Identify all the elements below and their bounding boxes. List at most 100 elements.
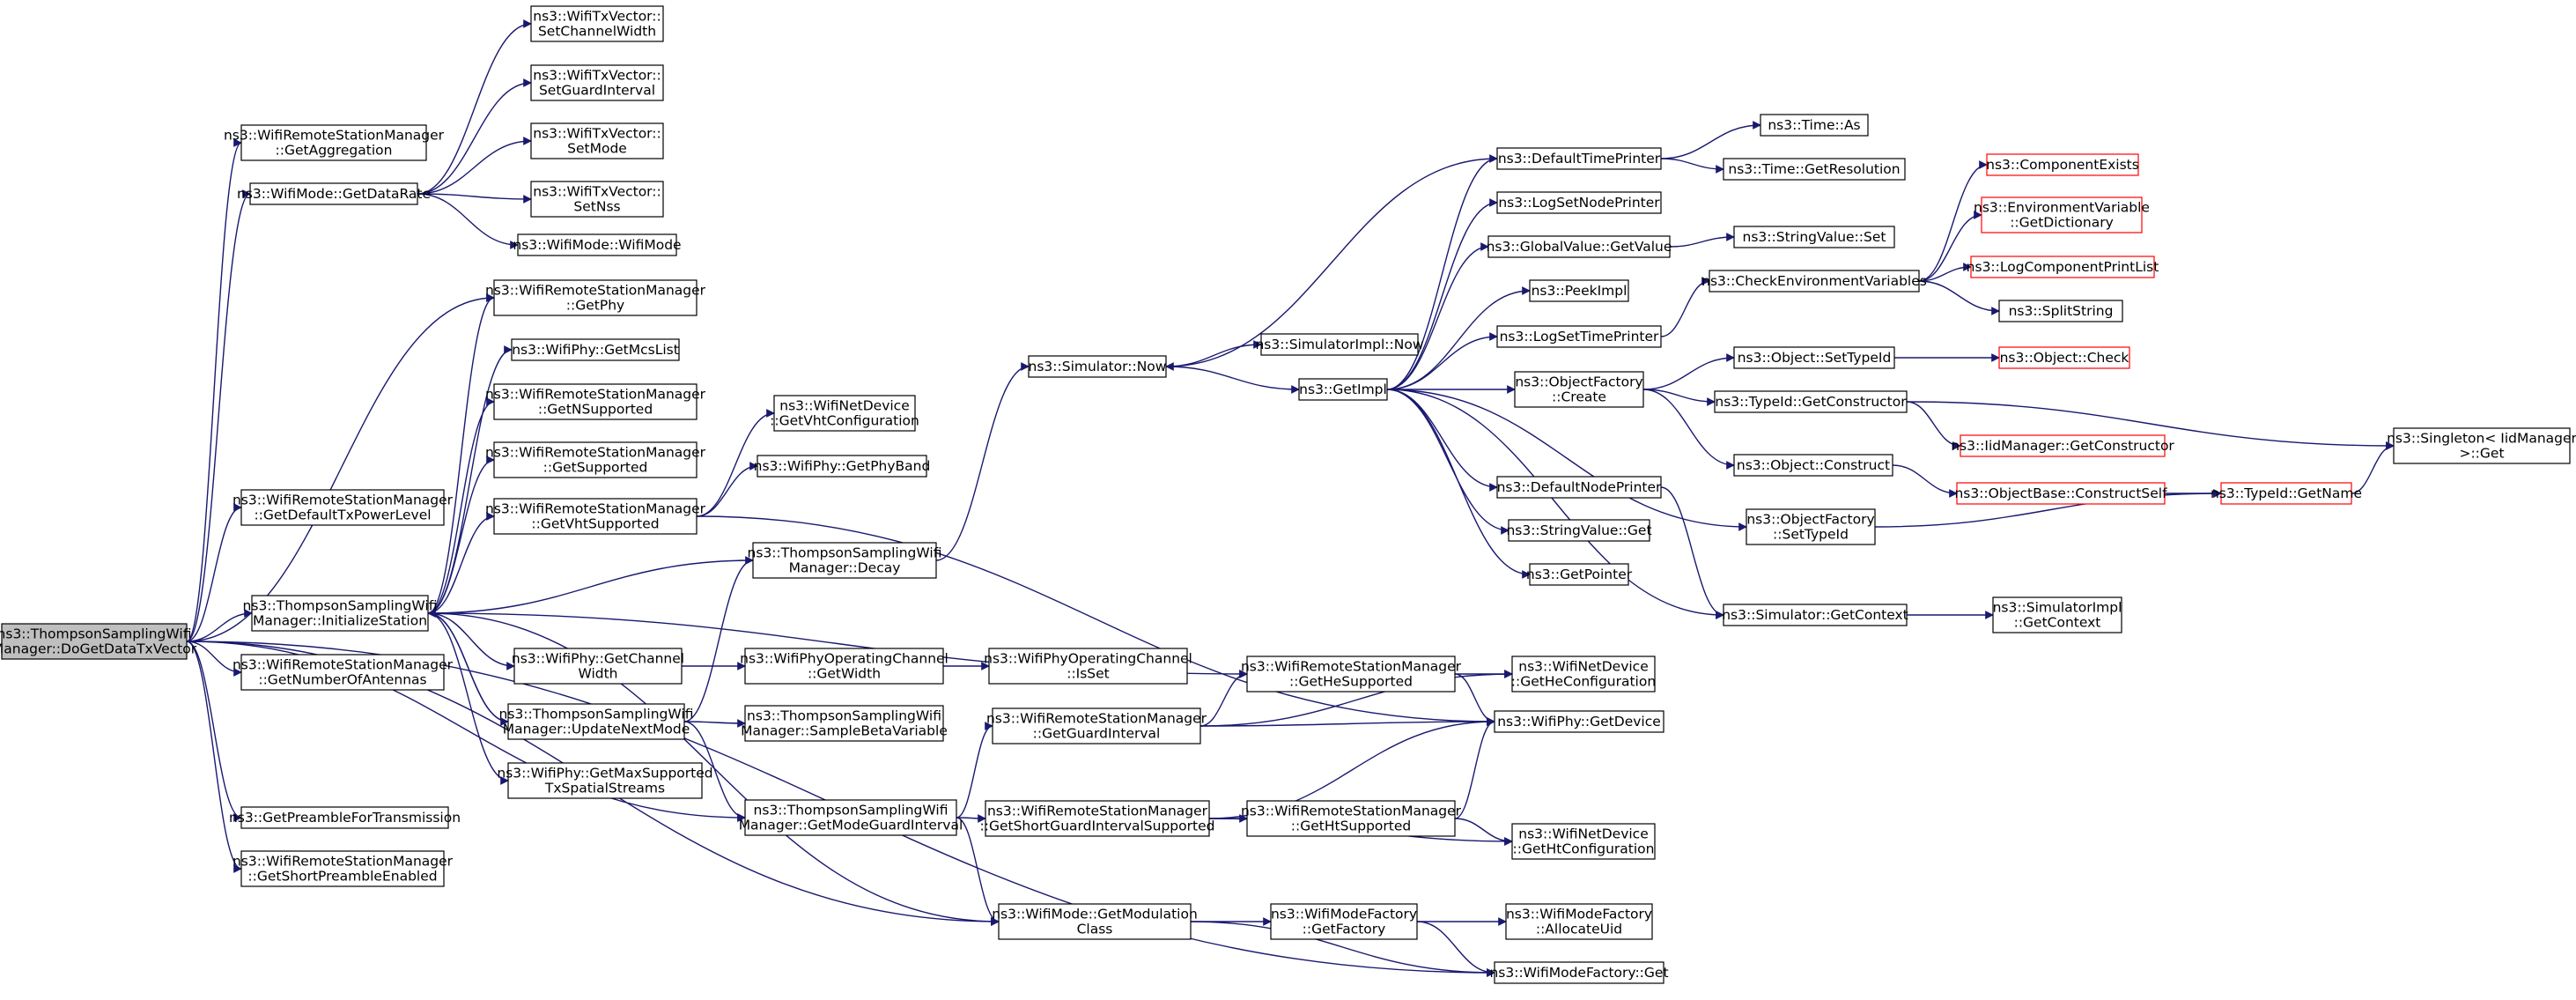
node-wifimode-getdatarate[interactable]: ns3::WifiMode::GetDataRate xyxy=(237,182,431,205)
node-getimpl[interactable]: ns3::GetImpl xyxy=(1298,378,1388,401)
node-wifiremotestationmanager-getshortguardintervalsupported[interactable]: ns3::WifiRemoteStationManager::GetShortG… xyxy=(980,800,1215,837)
node-box xyxy=(988,648,1188,685)
node-logcomponentprintlist[interactable]: ns3::LogComponentPrintList xyxy=(1967,256,2159,278)
node-wifiphy-getphyband[interactable]: ns3::WifiPhy::GetPhyBand xyxy=(754,455,931,478)
node-wifimodefactory-getfactory[interactable]: ns3::WifiModeFactory::GetFactory xyxy=(1270,903,1418,940)
node-thompsonsamplingwifimanager-samplebetavariable[interactable]: ns3::ThompsonSamplingWifiManager::Sample… xyxy=(741,705,948,742)
node-time-getresolution[interactable]: ns3::Time::GetResolution xyxy=(1723,158,1906,181)
node-label: ::GetHeSupported xyxy=(1289,674,1413,690)
node-label: ::GetAggregation xyxy=(276,143,393,159)
node-wifiphy-getmaxsupportedtxspatialstreams[interactable]: ns3::WifiPhy::GetMaxSupportedTxSpatialSt… xyxy=(497,762,713,799)
node-logsetnodeprinter[interactable]: ns3::LogSetNodePrinter xyxy=(1496,191,1662,214)
node-wifiremotestationmanager-getvhtsupported[interactable]: ns3::WifiRemoteStationManager::GetVhtSup… xyxy=(485,498,706,535)
node-label: ns3::WifiTxVector:: xyxy=(533,126,661,142)
node-wifiremotestationmanager-gethesupported[interactable]: ns3::WifiRemoteStationManager::GetHeSupp… xyxy=(1241,656,1462,693)
node-wifitxvector-setchannelwidth[interactable]: ns3::WifiTxVector::SetChannelWidth xyxy=(530,5,664,42)
node-wifiremotestationmanager-gethtsupported[interactable]: ns3::WifiRemoteStationManager::GetHtSupp… xyxy=(1241,800,1462,837)
node-getpointer[interactable]: ns3::GetPointer xyxy=(1526,563,1633,586)
node-label: ns3::WifiRemoteStationManager xyxy=(485,387,706,403)
node-environmentvariable-getdictionary[interactable]: ns3::EnvironmentVariable::GetDictionary xyxy=(1974,196,2150,233)
node-typeid-getconstructor[interactable]: ns3::TypeId::GetConstructor xyxy=(1714,390,1908,413)
node-label: ns3::ComponentExists xyxy=(1986,157,2139,173)
node-time-as[interactable]: ns3::Time::As xyxy=(1760,114,1869,137)
node-wifiphyoperatingchannel-getwidth[interactable]: ns3::WifiPhyOperatingChannel::GetWidth xyxy=(740,648,948,685)
node-wifitxvector-setguardinterval[interactable]: ns3::WifiTxVector::SetGuardInterval xyxy=(530,64,664,101)
node-stringvalue-set[interactable]: ns3::StringValue::Set xyxy=(1733,226,1895,248)
node-wifiremotestationmanager-getaggregation[interactable]: ns3::WifiRemoteStationManager::GetAggreg… xyxy=(224,124,445,161)
edge-updateNextMode-to-decay xyxy=(683,556,754,722)
node-wifitxvector-setnss[interactable]: ns3::WifiTxVector::SetNss xyxy=(530,181,664,218)
node-iidmanager-getconstructor[interactable]: ns3::IidManager::GetConstructor xyxy=(1951,434,2174,457)
node-wifimode-wifimode[interactable]: ns3::WifiMode::WifiMode xyxy=(513,233,682,256)
node-thompsonsamplingwifimanager-updatenextmode[interactable]: ns3::ThompsonSamplingWifiManager::Update… xyxy=(499,703,694,740)
node-wifinetdevice-getheconfiguration[interactable]: ns3::WifiNetDevice::GetHeConfiguration xyxy=(1511,656,1656,693)
node-defaulttimeprinter[interactable]: ns3::DefaultTimePrinter xyxy=(1496,147,1662,170)
node-splitstring[interactable]: ns3::SplitString xyxy=(1998,300,2123,322)
node-singleton-iidmanager-get[interactable]: ns3::Singleton< IidManager >::Get xyxy=(2387,427,2576,464)
node-label: ns3::WifiNetDevice xyxy=(779,398,909,414)
node-globalvalue-getvalue[interactable]: ns3::GlobalValue::GetValue xyxy=(1487,235,1672,258)
node-typeid-getname[interactable]: ns3::TypeId::GetName xyxy=(2211,482,2362,505)
edge-getImpl-to-simulatorGetContext xyxy=(1386,389,1724,619)
edge-updateNextMode-to-sampleBeta xyxy=(683,719,746,728)
node-label: ::GetHtSupported xyxy=(1291,819,1411,834)
node-simulatorimpl-getcontext[interactable]: ns3::SimulatorImpl::GetContext xyxy=(1992,596,2122,633)
node-wifiremotestationmanager-getshortpreambleenabled[interactable]: ns3::WifiRemoteStationManager::GetShortP… xyxy=(233,850,454,887)
node-label: ns3::WifiMode::WifiMode xyxy=(513,237,681,253)
edge-getVhtSupported-to-getVhtConfiguration xyxy=(696,409,775,517)
node-object-settypeid[interactable]: ns3::Object::SetTypeId xyxy=(1733,346,1895,369)
node-simulatorimpl-now[interactable]: ns3::SimulatorImpl::Now xyxy=(1255,333,1424,356)
edge-typeIdGetConstructor-to-iidManagerGetConstructor xyxy=(1906,401,1961,450)
node-objectfactory-create[interactable]: ns3::ObjectFactory::Create xyxy=(1514,371,1644,408)
node-checkenvironmentvariables[interactable]: ns3::CheckEnvironmentVariables xyxy=(1701,270,1927,293)
node-box xyxy=(240,654,445,691)
edge-getModeGuardInterval-to-getModulationClass xyxy=(956,817,1000,926)
node-wifiremotestationmanager-getguardinterval[interactable]: ns3::WifiRemoteStationManager::GetGuardI… xyxy=(986,707,1207,744)
node-label: ::GetHtConfiguration xyxy=(1513,841,1655,857)
node-thompsonsamplingwifimanager-dogetdatatxvector[interactable]: ns3::ThompsonSamplingWifiManager::DoGetD… xyxy=(0,623,197,660)
node-label: ns3::Time::GetResolution xyxy=(1728,161,1900,177)
node-box xyxy=(773,395,916,432)
node-objectbase-constructself[interactable]: ns3::ObjectBase::ConstructSelf xyxy=(1954,482,2167,505)
node-thompsonsamplingwifimanager-initializestation[interactable]: ns3::ThompsonSamplingWifiManager::Initia… xyxy=(243,595,438,632)
edge-getModeGuardInterval-to-getShortGISupported xyxy=(956,814,986,823)
node-wifiphy-getmcslist[interactable]: ns3::WifiPhy::GetMcsList xyxy=(511,338,680,361)
node-thompsonsamplingwifimanager-getmodeguardinterval[interactable]: ns3::ThompsonSamplingWifiManager::GetMod… xyxy=(739,799,963,836)
node-wifiphyoperatingchannel-isset[interactable]: ns3::WifiPhyOperatingChannel::IsSet xyxy=(984,648,1192,685)
node-wifinetdevice-getvhtconfiguration[interactable]: ns3::WifiNetDevice::GetVhtConfiguration xyxy=(770,395,919,432)
node-getpreamblefortransmission[interactable]: ns3::GetPreambleForTransmission xyxy=(229,806,461,829)
node-wifitxvector-setmode[interactable]: ns3::WifiTxVector::SetMode xyxy=(530,122,664,159)
node-wifimodefactory-get[interactable]: ns3::WifiModeFactory::Get xyxy=(1489,961,1669,984)
node-wifiremotestationmanager-getphy[interactable]: ns3::WifiRemoteStationManager::GetPhy xyxy=(485,279,706,316)
node-logsettimeprinter[interactable]: ns3::LogSetTimePrinter xyxy=(1496,325,1662,348)
node-wifiphy-getdevice[interactable]: ns3::WifiPhy::GetDevice xyxy=(1494,710,1664,733)
node-defaultnodeprinter[interactable]: ns3::DefaultNodePrinter xyxy=(1496,476,1662,499)
node-wifimodefactory-allocateuid[interactable]: ns3::WifiModeFactory::AllocateUid xyxy=(1505,903,1653,940)
node-simulator-getcontext[interactable]: ns3::Simulator::GetContext xyxy=(1722,604,1908,626)
node-object-check[interactable]: ns3::Object::Check xyxy=(1998,346,2130,369)
node-wifiremotestationmanager-getnumberofantennas[interactable]: ns3::WifiRemoteStationManager::GetNumber… xyxy=(233,654,454,691)
node-wifiremotestationmanager-getdefaulttxpowerlevel[interactable]: ns3::WifiRemoteStationManager::GetDefaul… xyxy=(233,489,454,526)
node-label: ns3::WifiRemoteStationManager xyxy=(485,283,706,299)
node-box xyxy=(752,542,937,579)
node-stringvalue-get[interactable]: ns3::StringValue::Get xyxy=(1506,519,1652,542)
node-label: ::GetNumberOfAntennas xyxy=(258,672,426,688)
node-wifinetdevice-gethtconfiguration[interactable]: ns3::WifiNetDevice::GetHtConfiguration xyxy=(1511,823,1656,860)
node-label: ns3::ThompsonSamplingWifi xyxy=(499,707,694,722)
node-box xyxy=(507,703,685,740)
node-componentexists[interactable]: ns3::ComponentExists xyxy=(1986,153,2139,176)
edge-defaultNodePrinter-to-simulatorGetContext xyxy=(1660,486,1724,619)
node-wifiremotestationmanager-getnsupported[interactable]: ns3::WifiRemoteStationManager::GetNSuppo… xyxy=(485,383,706,420)
node-label: ns3::ThompsonSamplingWifi xyxy=(243,598,438,614)
node-simulator-now[interactable]: ns3::Simulator::Now xyxy=(1028,355,1167,378)
node-box xyxy=(511,338,680,361)
node-label: ns3::WifiTxVector:: xyxy=(533,68,661,84)
node-label: ns3::ThompsonSamplingWifi xyxy=(747,708,941,724)
node-objectfactory-settypeid[interactable]: ns3::ObjectFactory::SetTypeId xyxy=(1746,508,1876,545)
node-wifiremotestationmanager-getsupported[interactable]: ns3::WifiRemoteStationManager::GetSuppor… xyxy=(485,441,706,478)
node-object-construct[interactable]: ns3::Object::Construct xyxy=(1733,454,1893,477)
node-peekimpl[interactable]: ns3::PeekImpl xyxy=(1529,279,1629,302)
